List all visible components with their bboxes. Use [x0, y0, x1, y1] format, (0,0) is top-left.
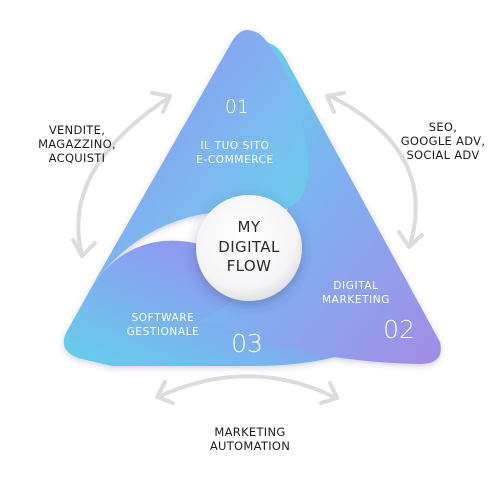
- arrow-right-tail-icon: [397, 230, 424, 249]
- segment-02-number: 02: [383, 315, 415, 344]
- segment-01-number: 01: [224, 96, 250, 118]
- arrow-bottom-icon: [156, 374, 338, 400]
- segment-02-label: DIGITAL MARKETING: [322, 280, 390, 306]
- arrow-left-icon: [76, 96, 170, 257]
- arrow-bottom-left-head-icon: [155, 380, 175, 405]
- cycle-arrows: [71, 91, 424, 405]
- arrow-right-icon: [328, 94, 418, 247]
- outer-label-right: SEO, GOOGLE ADV, SOCIAL ADV: [400, 120, 486, 162]
- arrow-left-tail-icon: [71, 238, 97, 258]
- segment-03-number: 03: [231, 329, 263, 358]
- outer-label-bottom: MARKETING AUTOMATION: [209, 425, 291, 453]
- segment-03-label: SOFTWARE GESTIONALE: [126, 312, 200, 338]
- arrow-right-head-icon: [325, 91, 346, 114]
- center-circle: [196, 195, 302, 301]
- arrow-left-head-icon: [150, 91, 172, 114]
- outer-label-left: VENDITE, MAGAZZINO, ACQUISTI: [38, 123, 116, 165]
- arrow-bottom-right-head-icon: [319, 381, 339, 405]
- segment-top-shape[interactable]: [92, 30, 309, 286]
- segment-01-label: IL TUO SITO E-COMMERCE: [196, 140, 274, 166]
- center-title: MY DIGITAL FLOW: [218, 218, 280, 275]
